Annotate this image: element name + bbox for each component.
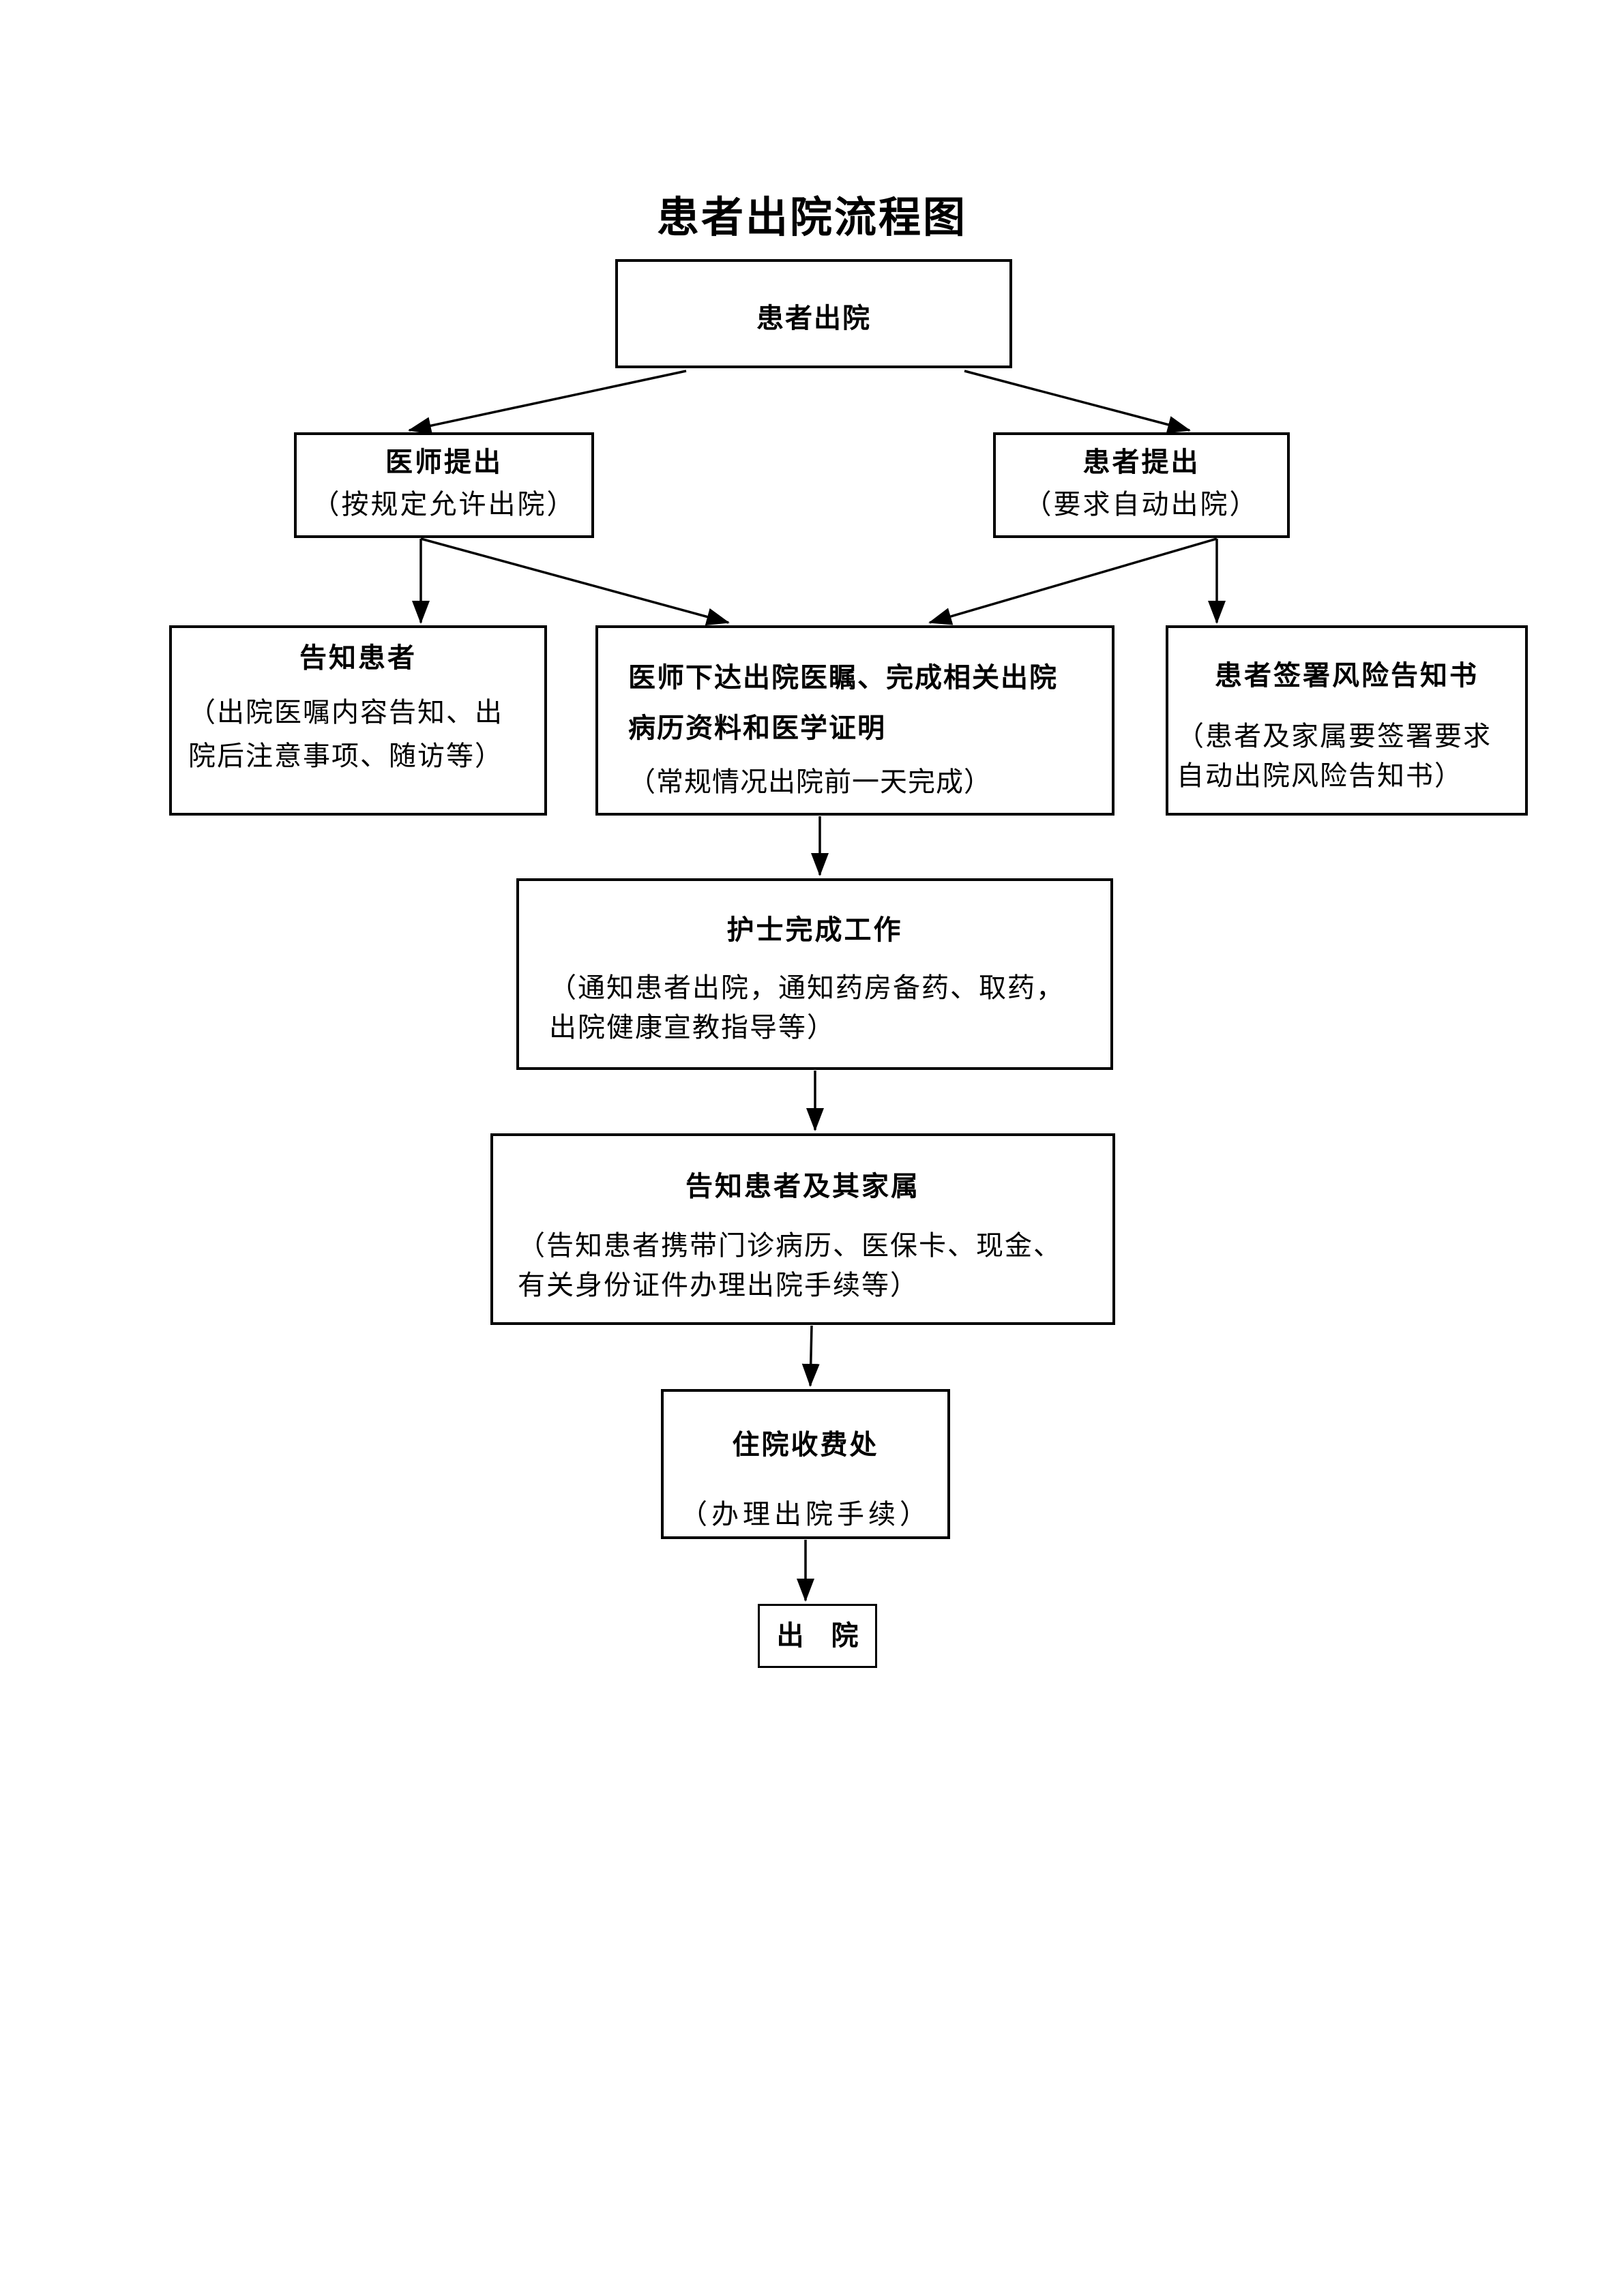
node-title: 患者签署风险告知书 <box>1215 660 1479 691</box>
flow-node-discharge-orders: 医师下达出院医瞩、完成相关出院病历资料和医学证明 （常规情况出院前一天完成） <box>595 625 1114 816</box>
node-title: 告知患者及其家属 <box>685 1171 920 1202</box>
flow-node-sign-risk-notice: 患者签署风险告知书 （患者及家属要签署要求自动出院风险告知书） <box>1166 625 1528 816</box>
node-note: （告知患者携带门诊病历、医保卡、现金、有关身份证件办理出院手续等） <box>518 1230 1062 1300</box>
node-note: （出院医嘱内容告知、出院后注意事项、随访等） <box>188 697 503 771</box>
node-title: 出 院 <box>776 1620 859 1651</box>
node-title: 患者提出 <box>1082 447 1200 477</box>
arrow-family-to-cashier <box>801 1325 820 1387</box>
node-title: 医师提出 <box>385 447 503 477</box>
node-note: （按规定允许出院） <box>312 489 576 520</box>
node-title: 医师下达出院医瞩、完成相关出院病历资料和医学证明 <box>628 662 1058 743</box>
arrow-patient-to-discharge-orders <box>928 537 1217 625</box>
node-title: 护士完成工作 <box>726 914 903 945</box>
arrow-start-to-doctor-propose <box>408 370 687 435</box>
page-title: 患者出院流程图 <box>656 195 967 241</box>
node-note: （常规情况出院前一天完成） <box>628 766 992 797</box>
node-note: （通知患者出院，通知药房备药、取药，出院健康宣教指导等） <box>549 972 1065 1043</box>
node-note: （办理出院手续） <box>680 1499 931 1530</box>
node-title: 患者出院 <box>756 303 871 333</box>
flow-node-inform-family: 告知患者及其家属 （告知患者携带门诊病历、医保卡、现金、有关身份证件办理出院手续… <box>490 1133 1115 1325</box>
node-title: 住院收费处 <box>732 1429 879 1460</box>
node-title: 告知患者 <box>299 642 417 673</box>
arrow-doctor-to-discharge-orders <box>420 537 730 626</box>
flow-node-nurse-tasks: 护士完成工作 （通知患者出院，通知药房备药、取药，出院健康宣教指导等） <box>516 878 1113 1070</box>
node-note: （要求自动出院） <box>1024 489 1259 520</box>
flow-node-discharged: 出 院 <box>758 1604 877 1668</box>
flow-node-patient-discharge: 患者出院 <box>615 259 1012 368</box>
flow-node-inform-patient: 告知患者 （出院医嘱内容告知、出院后注意事项、随访等） <box>169 625 547 816</box>
node-note: （患者及家属要签署要求自动出院风险告知书） <box>1177 721 1492 791</box>
flow-node-inpatient-cashier: 住院收费处 （办理出院手续） <box>661 1389 950 1539</box>
flow-node-doctor-propose: 医师提出 （按规定允许出院） <box>294 432 594 538</box>
flow-node-patient-propose: 患者提出 （要求自动出院） <box>993 432 1290 538</box>
arrow-start-to-patient-propose <box>964 370 1191 434</box>
